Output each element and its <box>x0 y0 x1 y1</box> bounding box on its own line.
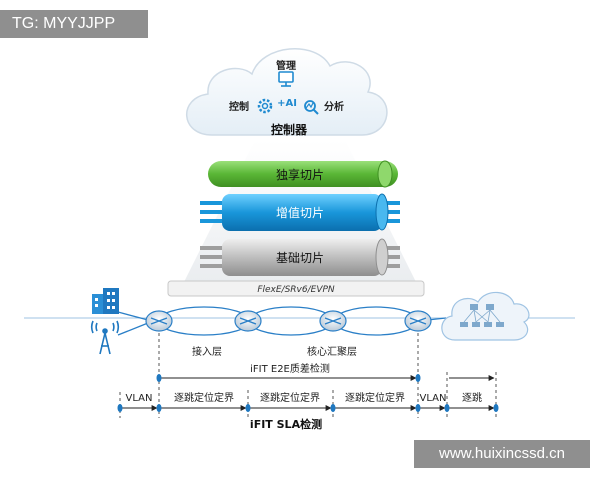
transport-bar <box>167 280 425 297</box>
exclusive-slice-pipe <box>208 160 398 188</box>
sla-label: iFIT SLA检测 <box>250 417 322 431</box>
access-layer-label: 接入层 <box>192 345 222 358</box>
hop-segment-label-2: 逐跳定位定界 <box>260 391 320 404</box>
antenna-tower-icon <box>90 320 120 355</box>
cloud-control-label: 控制 <box>229 100 249 113</box>
building-icon <box>92 288 119 314</box>
vlan-left-label: VLAN <box>126 393 153 404</box>
gear-icon <box>257 98 273 114</box>
measurement-points <box>117 374 499 412</box>
exclusive-slice-label: 独享切片 <box>276 167 324 182</box>
e2e-label: iFIT E2E质差检测 <box>250 362 330 375</box>
router-icon <box>319 310 347 332</box>
watermark-bottom-right: www.huixincssd.cn <box>414 440 590 468</box>
router-icon <box>404 310 432 332</box>
cloud-ai-label: +AI <box>277 98 297 109</box>
controller-title: 控制器 <box>271 122 308 137</box>
monitor-icon <box>278 71 294 87</box>
analyze-search-icon <box>304 100 319 115</box>
watermark-top-left: TG: MYYJJPP <box>0 10 148 38</box>
hop-segment-label-3: 逐跳定位定界 <box>345 391 405 404</box>
cloud-manage-label: 管理 <box>276 59 296 72</box>
hop-short-label: 逐跳 <box>462 391 482 404</box>
router-icon <box>145 310 173 332</box>
hop-segment-label-1: 逐跳定位定界 <box>174 391 234 404</box>
core-layer-label: 核心汇聚层 <box>307 345 357 358</box>
router-icon <box>234 310 262 332</box>
cloud-analyze-label: 分析 <box>324 100 344 113</box>
value-added-slice-label: 增值切片 <box>276 205 324 220</box>
basic-slice-label: 基础切片 <box>276 251 324 265</box>
transport-label: FlexE/SRv6/EVPN <box>257 285 335 295</box>
value-added-slice-pipe <box>200 193 400 231</box>
data-center-cloud-icon <box>441 291 530 341</box>
vlan-right-label: VLAN <box>420 393 447 404</box>
measurement-guides <box>119 333 497 418</box>
controller-cloud <box>186 48 388 136</box>
basic-slice-pipe <box>200 238 400 276</box>
